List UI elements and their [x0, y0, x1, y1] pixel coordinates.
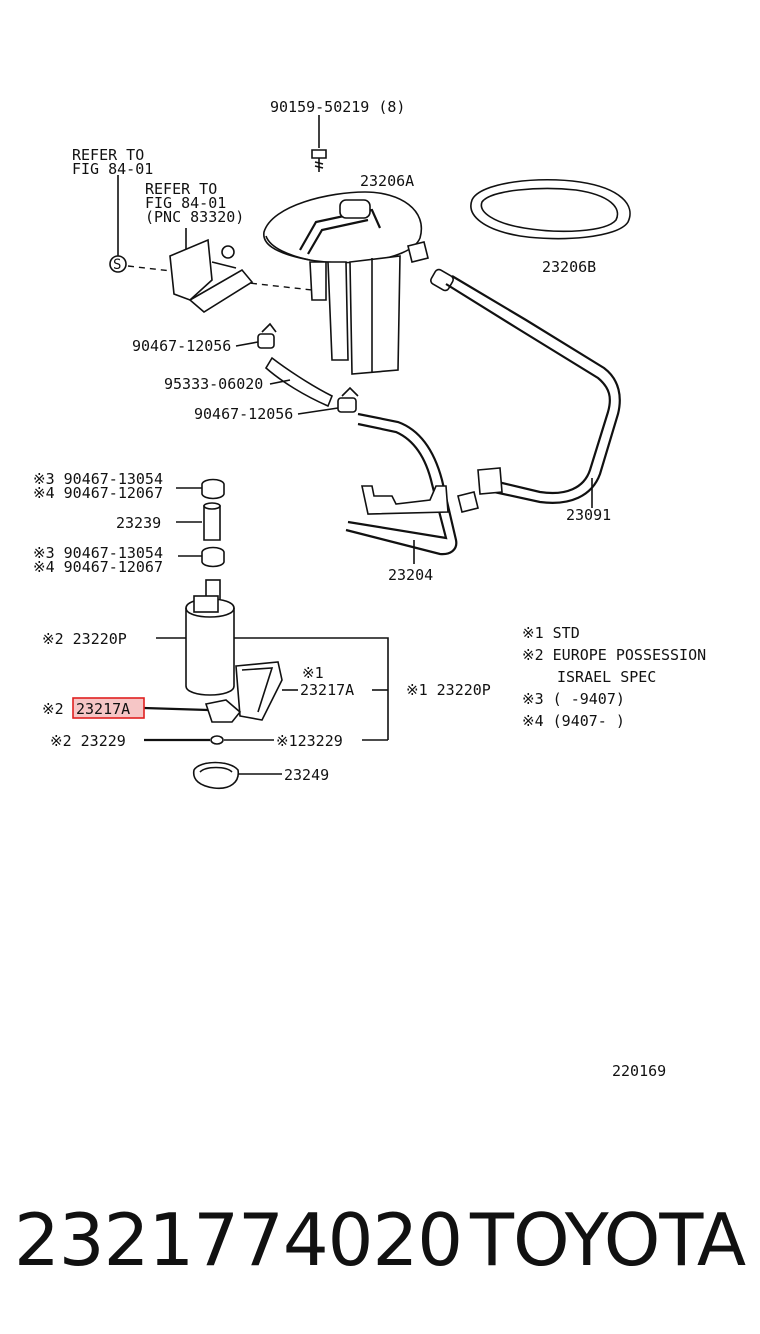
bolt-drawing — [311, 115, 327, 172]
gasket-label[interactable]: 23206B — [542, 258, 596, 276]
small-hose-drawing — [176, 502, 221, 541]
cushion-left-label[interactable]: ※2 23229 — [50, 732, 126, 750]
filter-left-prefix: ※2 — [42, 700, 64, 718]
clamp-upper-label[interactable]: 90467-12056 — [132, 337, 231, 355]
bolt-label[interactable]: 90159-50219 (8) — [270, 98, 405, 116]
hose-label[interactable]: 95333-06020 — [164, 375, 263, 393]
hose-and-clamps-drawing — [257, 322, 359, 413]
fuel-pump-drawing — [156, 579, 389, 740]
gasket-drawing — [470, 178, 631, 240]
clamp-a-note3[interactable]: ※3 90467-13054 — [33, 470, 163, 488]
legend-note2b: ISRAEL SPEC — [557, 668, 656, 686]
refer-b-line3: (PNC 83320) — [145, 208, 244, 226]
parts-diagram: 90159-50219 (8) REFER TO FIG 84-01 REFER… — [33, 98, 706, 1080]
footer-brand: TOYOTA — [470, 1198, 746, 1282]
plate-label[interactable]: 23206A — [360, 172, 414, 190]
retainer-label[interactable]: 23249 — [284, 766, 329, 784]
fuel-tube-drawing — [430, 268, 621, 508]
suction-tube-drawing — [345, 412, 479, 564]
refer-b-line1: REFER TO — [145, 180, 217, 198]
filter-left-highlight[interactable]: 23217A — [76, 700, 130, 718]
cushion-right-label[interactable]: ※123229 — [276, 732, 343, 750]
small-clamp-upper-drawing — [176, 478, 225, 500]
legend-note1: ※1 STD — [522, 624, 580, 642]
pump-right-label[interactable]: ※1 23220P — [406, 681, 491, 699]
bracket-symbol: S — [113, 257, 121, 273]
small-clamp-lower-drawing — [178, 546, 225, 568]
clamp-b-note3[interactable]: ※3 90467-13054 — [33, 544, 163, 562]
fuel-pump-bracket-drawing — [263, 191, 429, 375]
legend: ※1 STD ※2 EUROPE POSSESSION ISRAEL SPEC … — [522, 624, 706, 730]
legend-note4: ※4 (9407- ) — [522, 712, 625, 730]
legend-note3: ※3 ( -9407) — [522, 690, 625, 708]
highlighted-part-box[interactable] — [72, 697, 145, 719]
retainer-drawing — [192, 761, 282, 790]
clamp-a-note4[interactable]: ※4 90467-12067 — [33, 484, 163, 502]
refer-a-line1: REFER TO — [72, 146, 144, 164]
bracket-reference-drawing — [109, 175, 313, 313]
footer-part-number: 2321774020 — [14, 1198, 463, 1282]
refer-a-line2: FIG 84-01 — [72, 160, 153, 178]
pump-left-label[interactable]: ※2 23220P — [42, 630, 127, 648]
clamp-b-note4[interactable]: ※4 90467-12067 — [33, 558, 163, 576]
fuel-filter-drawing — [143, 661, 298, 723]
cushion-drawing — [144, 735, 388, 745]
suction-tube-label[interactable]: 23204 — [388, 566, 433, 584]
legend-note2a: ※2 EUROPE POSSESSION — [522, 646, 706, 664]
figure-number: 220169 — [612, 1062, 666, 1080]
footer: 2321774020 TOYOTA — [0, 1185, 760, 1295]
filter-label[interactable]: 23217A — [300, 681, 354, 699]
clamp-lower-label[interactable]: 90467-12056 — [194, 405, 293, 423]
refer-b-line2: FIG 84-01 — [145, 194, 226, 212]
filter-note: ※1 — [302, 664, 324, 682]
fuel-tube-label[interactable]: 23091 — [566, 506, 611, 524]
small-hose-label[interactable]: 23239 — [116, 514, 161, 532]
